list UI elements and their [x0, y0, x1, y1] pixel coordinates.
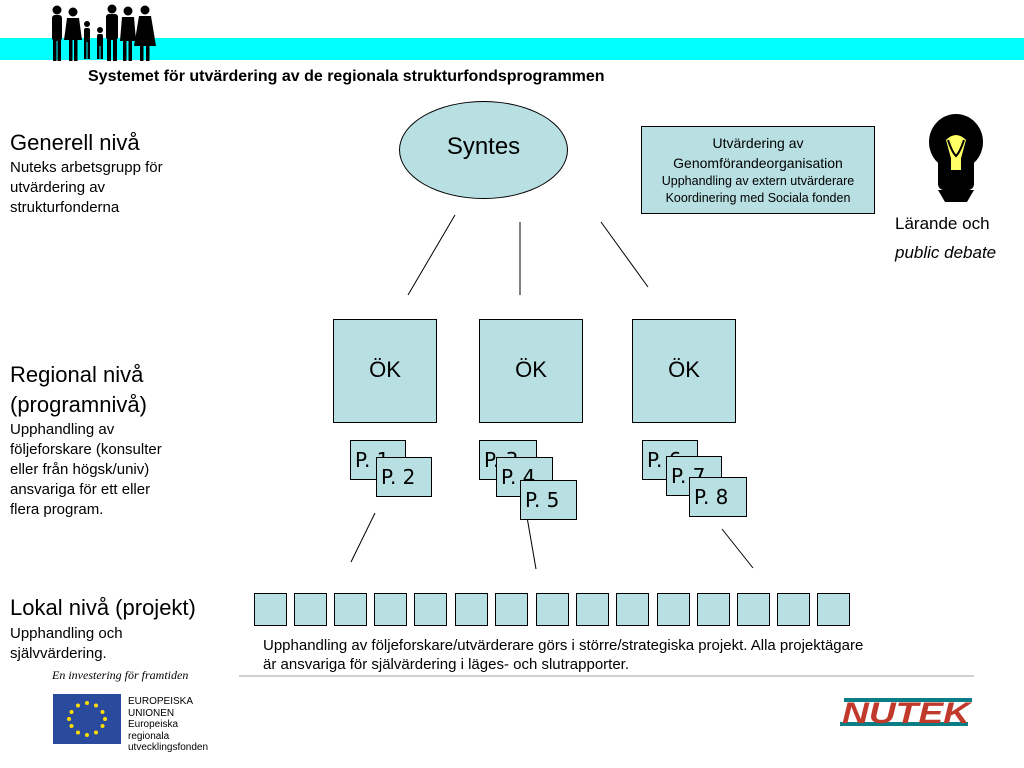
tagline: En investering för framtiden: [52, 668, 189, 682]
regional-level-heading-1: Regional nivå: [10, 362, 144, 387]
note-line-2: är ansvariga för självärdering i läges- …: [263, 656, 630, 673]
regional-level-line: flera program.: [10, 501, 104, 518]
general-level-line: Nuteks arbetsgrupp för: [10, 159, 163, 176]
general-level-line: strukturfonderna: [10, 199, 120, 216]
project-box: [254, 593, 287, 626]
project-box: [334, 593, 367, 626]
regional-level-line: Upphandling av: [10, 421, 115, 438]
project-box: [536, 593, 569, 626]
project-box: [657, 593, 690, 626]
people-silhouettes-icon: [52, 4, 156, 61]
regional-level-text: Upphandling av följeforskare (konsulter …: [10, 420, 162, 520]
nutek-logo-text: NUTEK: [842, 697, 973, 730]
regional-level-line: följeforskare (konsulter: [10, 441, 162, 458]
evaluation-line-3: Upphandling av extern utvärderare: [661, 174, 855, 188]
local-level-note: Upphandling av följeforskare/utvärderare…: [263, 636, 963, 674]
project-box: [495, 593, 528, 626]
project-box: [455, 593, 488, 626]
program-box: P. 8: [689, 477, 747, 517]
evaluation-box: Utvärdering av Genomförandeorganisation …: [641, 126, 875, 214]
eu-line: EUROPEISKA: [128, 696, 194, 707]
ok-box: ÖK: [479, 319, 583, 423]
project-box: [374, 593, 407, 626]
eu-line: Europeiska: [128, 719, 179, 730]
project-box: [616, 593, 649, 626]
general-level-heading: Generell nivå: [10, 130, 140, 155]
connector-line: [407, 214, 456, 296]
page-title: Systemet för utvärdering av de regionala…: [88, 68, 605, 85]
program-box: P. 5: [520, 480, 577, 520]
project-box: [414, 593, 447, 626]
light-bulb-icon: [929, 114, 983, 202]
evaluation-line-2: Genomförandeorganisation: [673, 155, 843, 171]
nutek-logo: NUTEK: [840, 697, 973, 730]
project-box: [576, 593, 609, 626]
regional-level-heading-2: (programnivå): [10, 392, 147, 417]
general-level-text: Nuteks arbetsgrupp för utvärdering av st…: [10, 158, 163, 218]
eu-line: regionala: [128, 730, 170, 742]
project-box: [817, 593, 850, 626]
eu-line: utvecklingsfonden: [128, 742, 209, 753]
header-band: [0, 38, 1024, 60]
synthesis-label: Syntes: [446, 133, 521, 160]
ok-box: ÖK: [632, 319, 736, 423]
footer-divider: [239, 675, 974, 677]
local-level-line: självvärdering.: [10, 645, 107, 662]
evaluation-line-1: Utvärdering av: [712, 135, 804, 151]
general-level-line: utvärdering av: [10, 179, 106, 196]
ok-box: ÖK: [333, 319, 437, 423]
program-box: P. 2: [376, 457, 432, 497]
project-box: [697, 593, 730, 626]
evaluation-line-4: Koordinering med Sociala fonden: [665, 191, 851, 205]
regional-level-line: eller från högsk/univ): [10, 461, 150, 478]
connector-line: [721, 528, 754, 569]
project-row: [254, 593, 854, 627]
eu-flag-icon: [53, 694, 121, 744]
local-level-heading: Lokal nivå (projekt): [10, 595, 196, 620]
eu-fund-text: EUROPEISKA UNIONEN Europeiska regionala …: [128, 696, 208, 754]
connector-line: [600, 221, 649, 288]
local-level-line: Upphandling och: [10, 625, 123, 642]
connector-line: [350, 512, 376, 563]
project-box: [777, 593, 810, 626]
regional-level-line: ansvariga för ett eller: [10, 481, 151, 498]
note-line-1: Upphandling av följeforskare/utvärderare…: [263, 637, 864, 654]
connector-line: [526, 516, 537, 570]
local-level-text: Upphandling och självvärdering.: [10, 624, 123, 664]
learning-label-2: public debate: [895, 243, 997, 262]
project-box: [294, 593, 327, 626]
project-box: [737, 593, 770, 626]
synthesis-node: Syntes: [399, 101, 568, 199]
eu-line: UNIONEN: [128, 707, 175, 719]
learning-label-1: Lärande och: [895, 214, 990, 233]
